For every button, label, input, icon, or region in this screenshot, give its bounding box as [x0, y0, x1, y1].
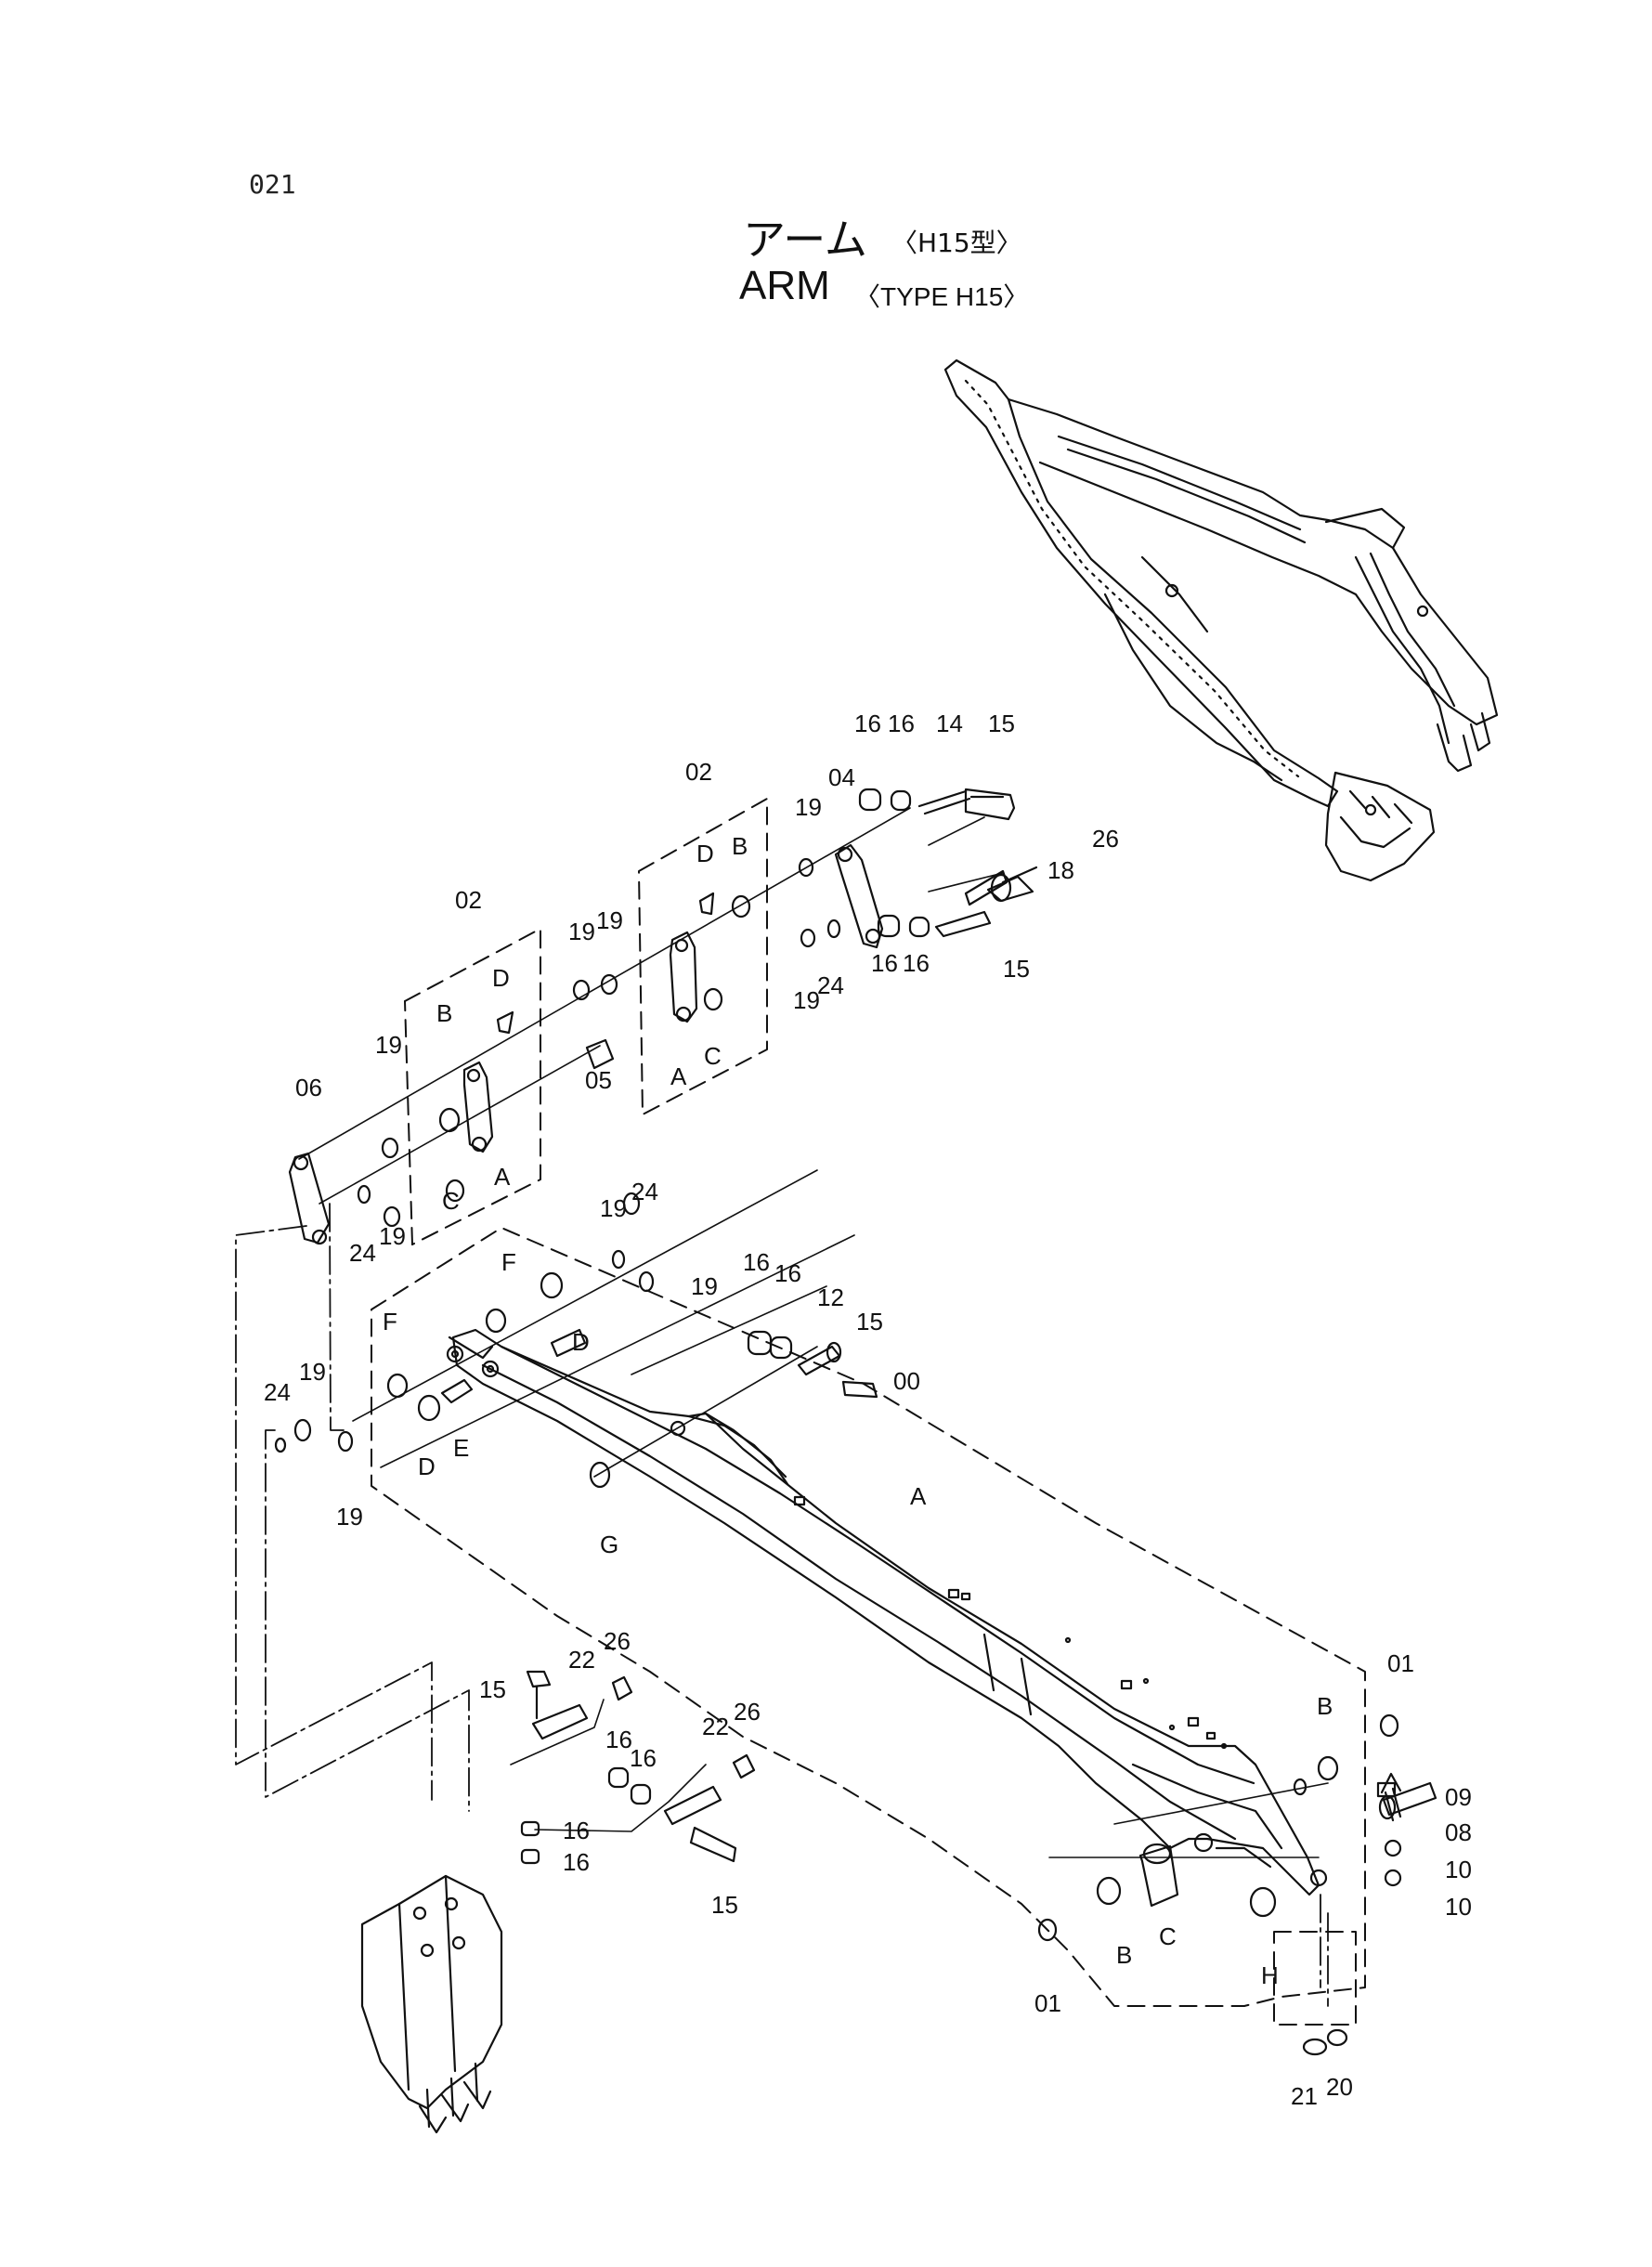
callout-16: 16	[605, 1726, 632, 1753]
callout-A: A	[494, 1163, 511, 1191]
callout-H: H	[1261, 1961, 1279, 1989]
callout-00: 00	[893, 1367, 920, 1395]
callout-B: B	[732, 832, 748, 860]
excavator-overview-illustration	[943, 358, 1499, 882]
callout-05: 05	[585, 1066, 612, 1094]
callout-B: B	[1116, 1941, 1132, 1969]
callout-F: F	[383, 1308, 397, 1335]
callout-19: 19	[691, 1272, 718, 1300]
callout-15: 15	[988, 710, 1015, 737]
callout-24: 24	[817, 971, 844, 999]
callout-24: 24	[631, 1178, 658, 1205]
callout-15: 15	[1003, 955, 1030, 983]
callout-02: 02	[685, 758, 712, 786]
callout-15: 15	[856, 1308, 883, 1335]
callout-C: C	[1159, 1922, 1177, 1950]
callout-26: 26	[1092, 825, 1119, 853]
callout-16: 16	[871, 949, 898, 977]
callout-G: G	[600, 1531, 618, 1558]
callout-16: 16	[903, 949, 930, 977]
callout-21: 21	[1291, 2082, 1318, 2110]
callout-19: 19	[379, 1222, 406, 1250]
callout-10: 10	[1445, 1856, 1472, 1883]
callout-D: D	[696, 840, 714, 867]
title-japanese: アーム	[743, 215, 867, 265]
callout-D: D	[418, 1453, 436, 1480]
callout-A: A	[910, 1482, 927, 1510]
link-02-left	[462, 1061, 494, 1153]
callout-16: 16	[743, 1248, 770, 1276]
callout-15: 15	[711, 1891, 738, 1919]
title-english: ARM	[739, 263, 830, 308]
callout-01: 01	[1387, 1649, 1414, 1677]
callout-09: 09	[1445, 1783, 1472, 1811]
callout-24: 24	[264, 1378, 291, 1406]
callout-08: 08	[1445, 1818, 1472, 1846]
callout-C: C	[704, 1042, 722, 1070]
callout-26: 26	[734, 1698, 761, 1726]
part-callouts: 16 16 14 15 02 19 04 26 18 D B 16 16 15 …	[264, 710, 1472, 2110]
link-route-chain-line	[235, 1203, 1329, 2007]
callout-16: 16	[774, 1259, 801, 1287]
callout-24: 24	[349, 1239, 376, 1267]
link-02-right	[669, 931, 698, 1023]
callout-19: 19	[299, 1358, 326, 1386]
callout-E: E	[453, 1434, 469, 1462]
callout-18: 18	[1047, 856, 1074, 884]
bucket-illustration	[360, 1874, 503, 2110]
arm-body-illustration	[446, 1328, 1328, 1896]
callout-15: 15	[479, 1675, 506, 1703]
callout-19: 19	[375, 1031, 402, 1059]
callout-01: 01	[1034, 1989, 1061, 2017]
callout-22: 22	[568, 1646, 595, 1674]
leader-lines	[298, 807, 1329, 1858]
callout-19: 19	[795, 793, 822, 821]
callout-19: 19	[793, 986, 820, 1014]
title-japanese-type: 〈H15型〉	[891, 228, 1022, 258]
callout-B: B	[1317, 1692, 1333, 1720]
callout-26: 26	[604, 1627, 631, 1655]
link-and-pin-parts	[274, 788, 1437, 2134]
callout-C: C	[442, 1187, 460, 1215]
callout-16: 16	[888, 710, 915, 737]
callout-16: 16	[563, 1848, 590, 1876]
callout-19: 19	[600, 1194, 627, 1222]
callout-19: 19	[596, 906, 623, 934]
callout-22: 22	[702, 1713, 729, 1740]
page-number: 021	[249, 169, 296, 200]
callout-06: 06	[295, 1074, 322, 1101]
callout-14: 14	[936, 710, 963, 737]
callout-19: 19	[336, 1503, 363, 1531]
callout-20: 20	[1326, 2073, 1353, 2101]
callout-04: 04	[828, 763, 855, 791]
callout-16: 16	[854, 710, 881, 737]
callout-F: F	[501, 1248, 516, 1276]
callout-D: D	[572, 1328, 590, 1356]
callout-A: A	[670, 1062, 687, 1090]
callout-D: D	[492, 964, 510, 992]
title-english-type: 〈TYPE H15〉	[854, 282, 1030, 311]
callout-16: 16	[563, 1817, 590, 1844]
callout-12: 12	[817, 1283, 844, 1311]
callout-02: 02	[455, 886, 482, 914]
callout-16: 16	[630, 1744, 657, 1772]
callout-19: 19	[568, 918, 595, 945]
callout-10: 10	[1445, 1893, 1472, 1921]
callout-B: B	[436, 999, 452, 1027]
